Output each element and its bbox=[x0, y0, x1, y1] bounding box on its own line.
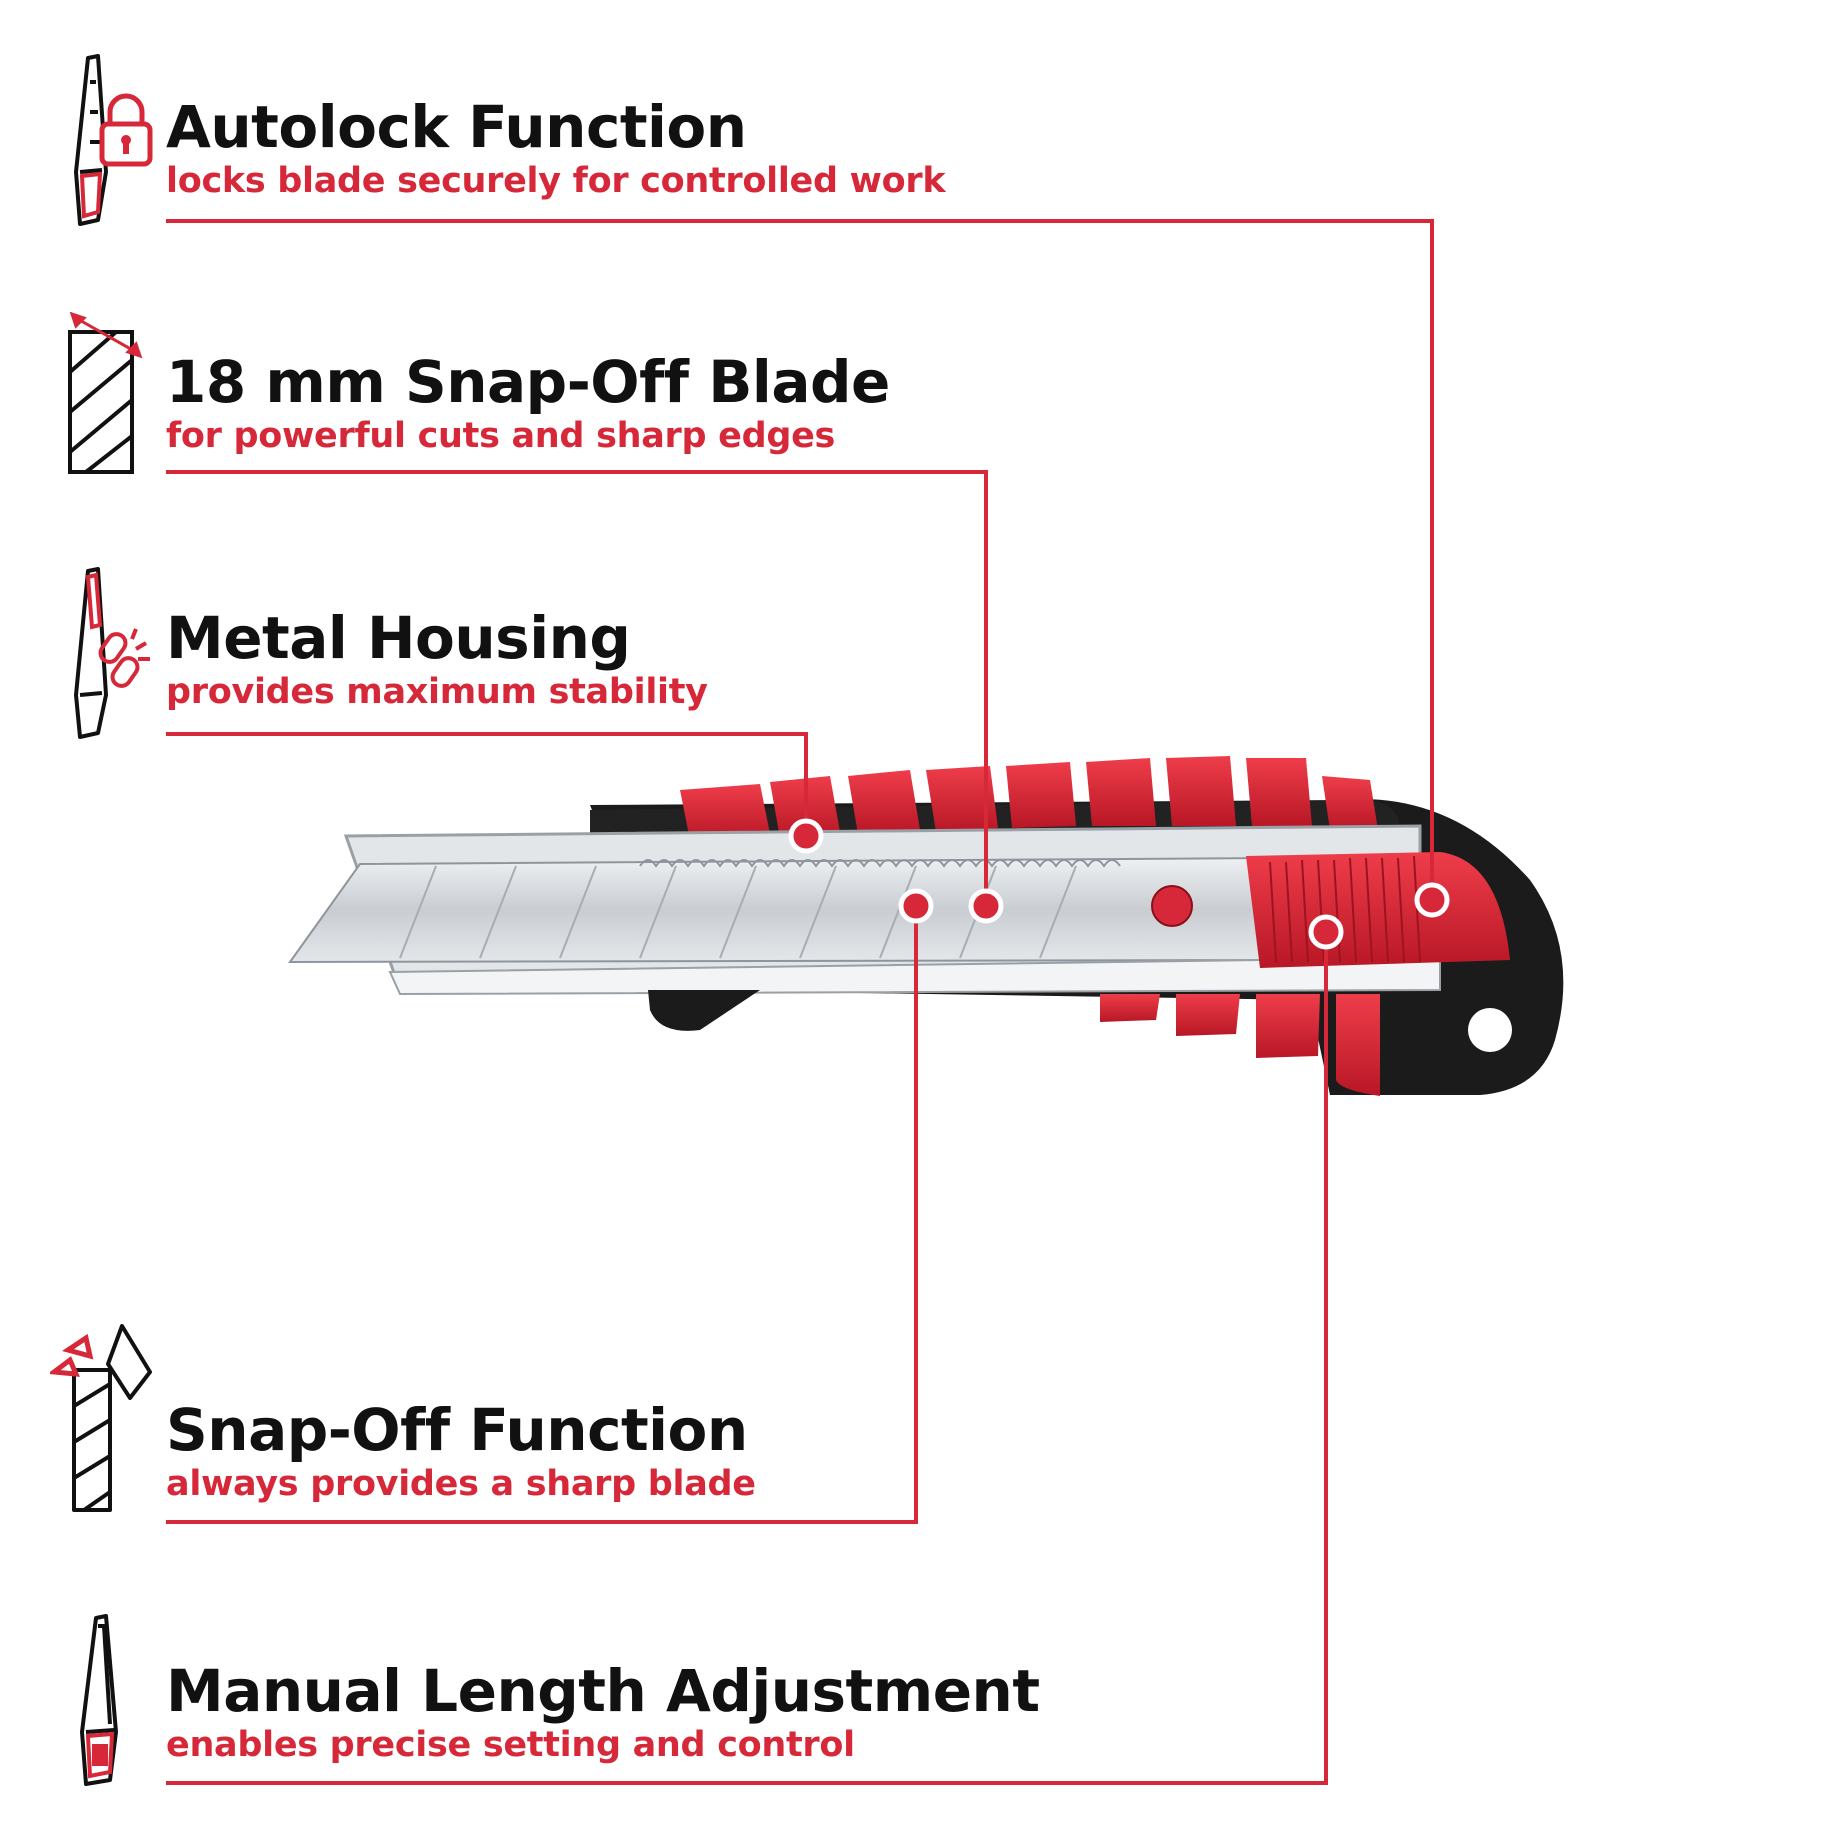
feature-subtitle: enables precise setting and control bbox=[166, 1725, 855, 1765]
blade-width-icon bbox=[68, 312, 143, 474]
snap-blade-icon bbox=[50, 1324, 152, 1512]
feature-title: Metal Housing bbox=[166, 604, 631, 672]
blade-score-lines bbox=[399, 865, 1077, 959]
leader-autolock bbox=[166, 219, 1434, 900]
feature-subtitle: provides maximum stability bbox=[166, 672, 708, 712]
leader-snapoff bbox=[166, 906, 918, 1524]
feature-subtitle: always provides a sharp blade bbox=[166, 1464, 756, 1504]
knife-lock-icon bbox=[74, 54, 153, 226]
anchor-autolock bbox=[1414, 882, 1450, 918]
top-grip-ridges bbox=[680, 756, 1378, 840]
leader-housing bbox=[166, 732, 808, 836]
anchor-adjust bbox=[1308, 914, 1344, 950]
knife-chain-icon bbox=[74, 567, 150, 739]
knife-slider-icon bbox=[80, 1614, 118, 1786]
feature-housing: Metal Housing provides maximum stability bbox=[166, 606, 708, 714]
leader-adjust bbox=[166, 932, 1328, 1785]
thumb-guard bbox=[648, 990, 760, 1031]
anchor-snapoff bbox=[898, 888, 934, 924]
anchor-housing bbox=[788, 818, 824, 854]
leader-blade bbox=[166, 470, 988, 906]
feature-title: Autolock Function bbox=[166, 93, 747, 161]
bottom-grip-ridges bbox=[1100, 994, 1380, 1096]
lock-teeth bbox=[639, 859, 1121, 868]
feature-blade: 18 mm Snap-Off Blade for powerful cuts a… bbox=[166, 350, 890, 458]
hanging-hole bbox=[1468, 1008, 1512, 1052]
feature-title: Snap-Off Function bbox=[166, 1396, 748, 1464]
feature-autolock: Autolock Function locks blade securely f… bbox=[166, 93, 946, 203]
feature-snapoff: Snap-Off Function always provides a shar… bbox=[166, 1398, 756, 1506]
blade-lock-button bbox=[1151, 885, 1193, 927]
feature-adjust: Manual Length Adjustment enables precise… bbox=[166, 1659, 1040, 1767]
feature-title: Manual Length Adjustment bbox=[166, 1657, 1040, 1725]
feature-title: 18 mm Snap-Off Blade bbox=[166, 348, 890, 416]
feature-subtitle: locks blade securely for controlled work bbox=[166, 161, 946, 201]
feature-subtitle: for powerful cuts and sharp edges bbox=[166, 416, 836, 456]
anchor-blade bbox=[968, 888, 1004, 924]
